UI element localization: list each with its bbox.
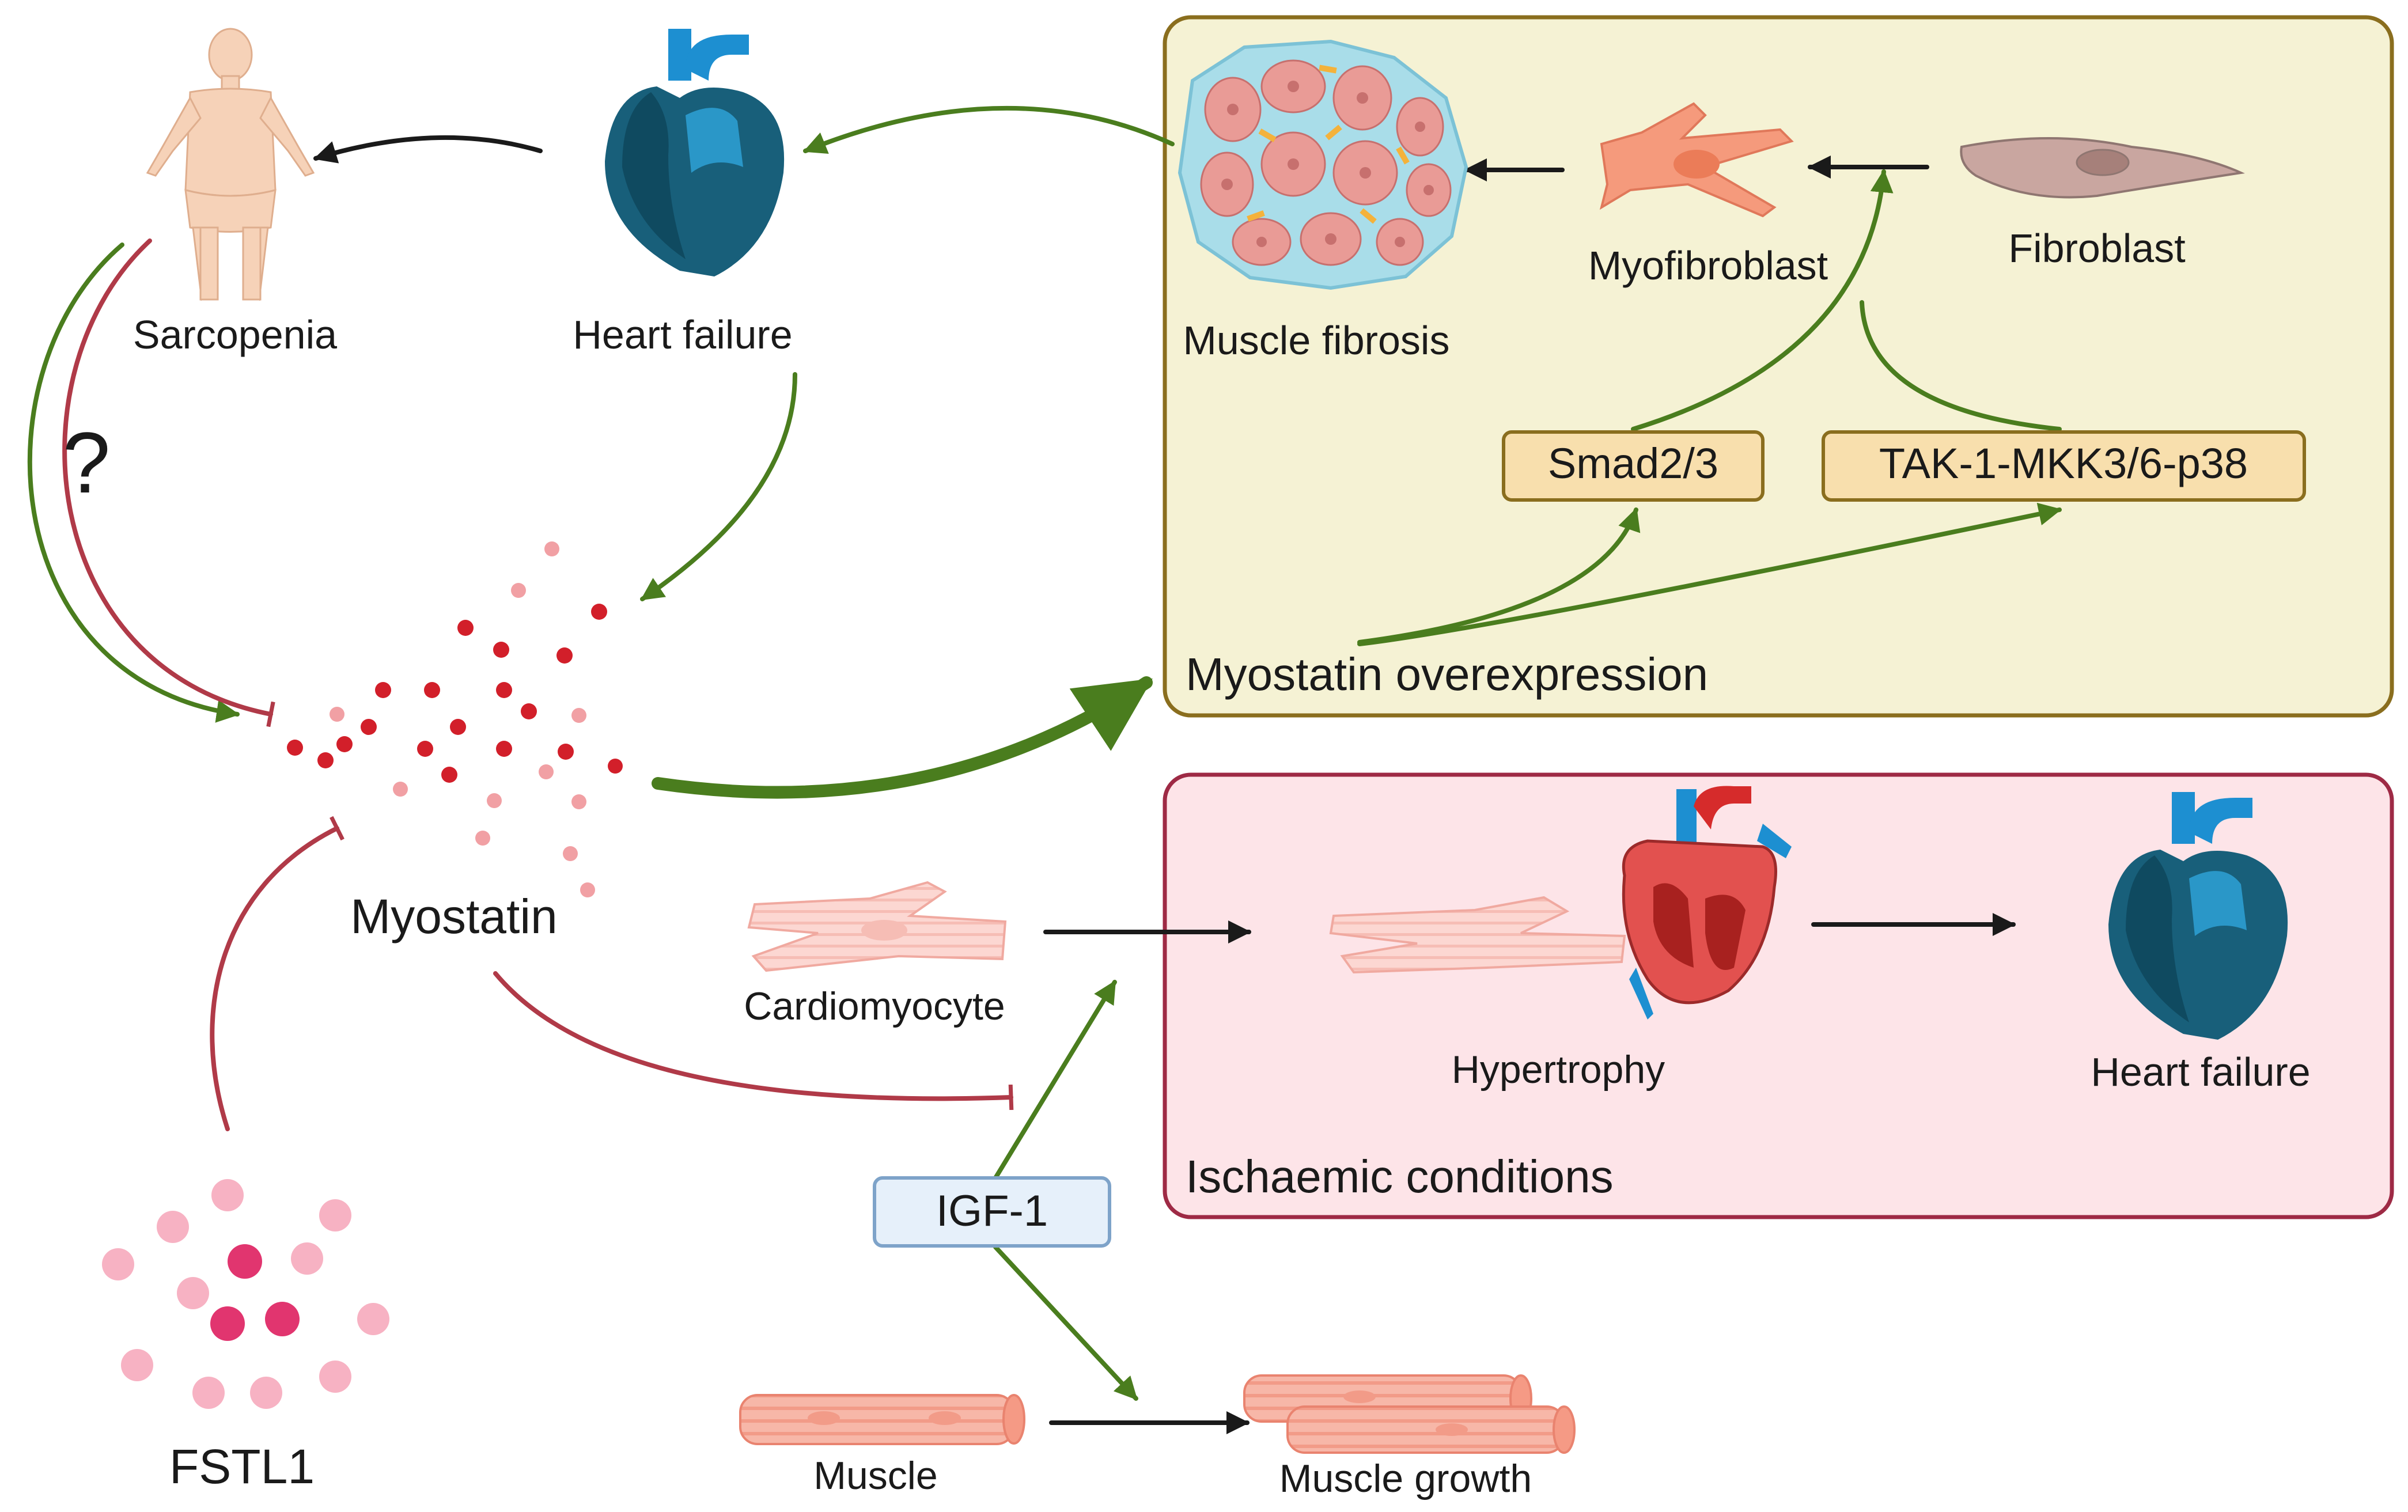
- heart-failure-label: Heart failure: [2091, 1049, 2310, 1094]
- myofibroblast-icon: [1599, 102, 1794, 218]
- muscle-fibrosis-label: Muscle fibrosis: [1183, 318, 1450, 363]
- inhibit-fstl1-to-myostatin: [210, 816, 344, 1131]
- inhibit-sarcopenia-to-myostatin: [62, 238, 275, 727]
- smad-label: Smad2/3: [1548, 439, 1718, 487]
- cardiomyocyte-label: Cardiomyocyte: [744, 984, 1005, 1028]
- smad-box: Smad2/3: [1502, 430, 1765, 502]
- muscle-fibrosis-icon: [1178, 39, 1468, 290]
- arrow-igf1-to-muscle-growth: [993, 1245, 1138, 1401]
- overexpression-caption: Myostatin overexpression: [1186, 649, 1708, 700]
- inhibit-myostatin-to-hypertrophy: [493, 971, 1014, 1111]
- arrow-tak-to-conversion: [1860, 300, 2062, 431]
- muscle-label: Muscle: [813, 1454, 937, 1498]
- hypertrophy-label: Hypertrophy: [1452, 1048, 1665, 1092]
- myofibroblast-label: Myofibroblast: [1588, 243, 1828, 288]
- ischaemic-caption: Ischaemic conditions: [1186, 1151, 1614, 1202]
- arrow-heart-failure-to-myostatin: [640, 372, 797, 601]
- arrow-overexpression-to-smad: [1357, 507, 1641, 645]
- igf1-label: IGF-1: [936, 1187, 1048, 1236]
- question-mark: ?: [62, 414, 110, 511]
- arrow-myostatin-to-overexpression: [652, 676, 1153, 799]
- heart-failure-icon: [2108, 792, 2288, 1040]
- arrow-overexpression-to-tak: [1357, 502, 2062, 646]
- muscle-growth-icon: [1243, 1374, 1576, 1454]
- hypertrophy-heart-icon: [1329, 786, 1792, 1020]
- heart-icon: [605, 29, 785, 276]
- arrow-sarcopenia-to-myostatin: [27, 242, 240, 723]
- tak-box: TAK-1-MKK3/6-p38: [1822, 430, 2306, 502]
- arrow-smad-to-conversion: [1631, 169, 1894, 431]
- arrow-fibrosis-to-heart-failure: [803, 105, 1175, 154]
- sarcopenia-label: Sarcopenia: [133, 312, 337, 357]
- fstl1-label: FSTL1: [169, 1439, 315, 1494]
- muscle-fiber-icon: [739, 1394, 1025, 1445]
- myostatin-molecules: [287, 541, 623, 897]
- tak-label: TAK-1-MKK3/6-p38: [1879, 439, 2248, 487]
- igf1-box: IGF-1: [873, 1176, 1111, 1248]
- connector-arrows: [27, 105, 2062, 1434]
- arrow-igf1-to-hypertrophy: [993, 980, 1117, 1180]
- arrow-heart-failure-to-sarcopenia: [313, 135, 543, 164]
- fstl1-molecules: [102, 1179, 389, 1409]
- fibroblast-icon: [1960, 137, 2245, 199]
- myostatin-label: Myostatin: [350, 889, 557, 943]
- ischaemic-panel: [1163, 772, 2394, 1219]
- human-body-icon: [146, 28, 315, 301]
- muscle-growth-label: Muscle growth: [1279, 1457, 1532, 1500]
- heart-failure-top-label: Heart failure: [573, 312, 792, 357]
- fibroblast-label: Fibroblast: [2008, 226, 2185, 271]
- cardiomyocyte-icon: [747, 881, 1007, 972]
